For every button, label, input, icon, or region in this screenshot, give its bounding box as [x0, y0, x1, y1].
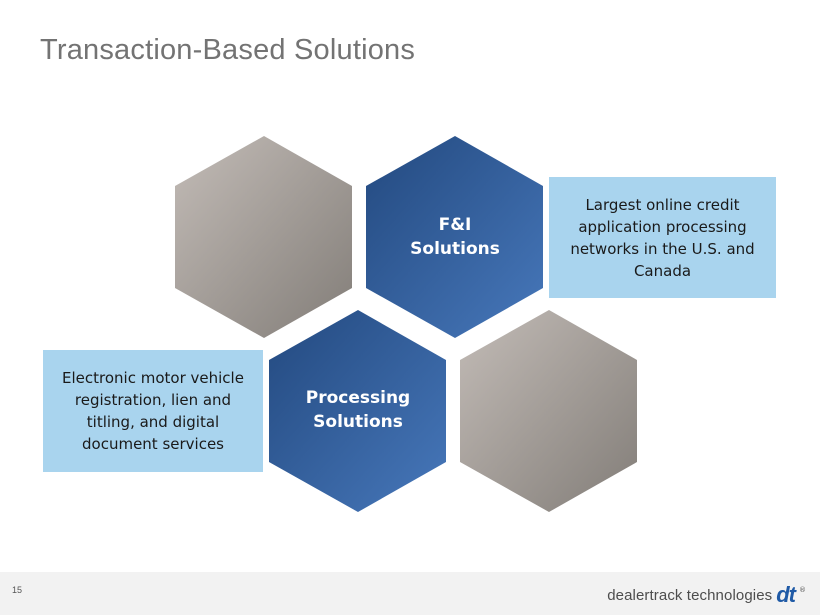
brand-trademark: ® [799, 586, 806, 594]
slide-title: Transaction-Based Solutions [40, 34, 416, 66]
blue-hexagon-fi [366, 136, 543, 338]
fi-label-line2: Solutions [410, 239, 500, 259]
footer-bar [0, 572, 820, 615]
fi-solutions-label: F&I Solutions [395, 213, 515, 261]
fi-callout-text: Largest online credit application proces… [570, 195, 755, 280]
processing-solutions-label: Processing Solutions [288, 386, 428, 434]
processing-label-line2: Solutions [313, 412, 403, 432]
brand-text: dealertrack technologies [607, 586, 773, 604]
dealertrack-logo: dealertrack technologies dt ® [607, 582, 806, 608]
page-number: 15 [12, 585, 23, 595]
processing-callout-text: Electronic motor vehicle registration, l… [62, 369, 244, 453]
blue-hexagon-processing [269, 310, 446, 512]
brand-mark-icon: dt [776, 582, 796, 607]
processing-callout: Electronic motor vehicle registration, l… [43, 350, 263, 472]
fi-label-line1: F&I [438, 215, 472, 235]
processing-label-line1: Processing [305, 388, 411, 408]
gray-hexagon-bottom-right [460, 310, 637, 512]
gray-hexagon-top-left [175, 136, 352, 338]
fi-callout: Largest online credit application proces… [549, 177, 776, 298]
